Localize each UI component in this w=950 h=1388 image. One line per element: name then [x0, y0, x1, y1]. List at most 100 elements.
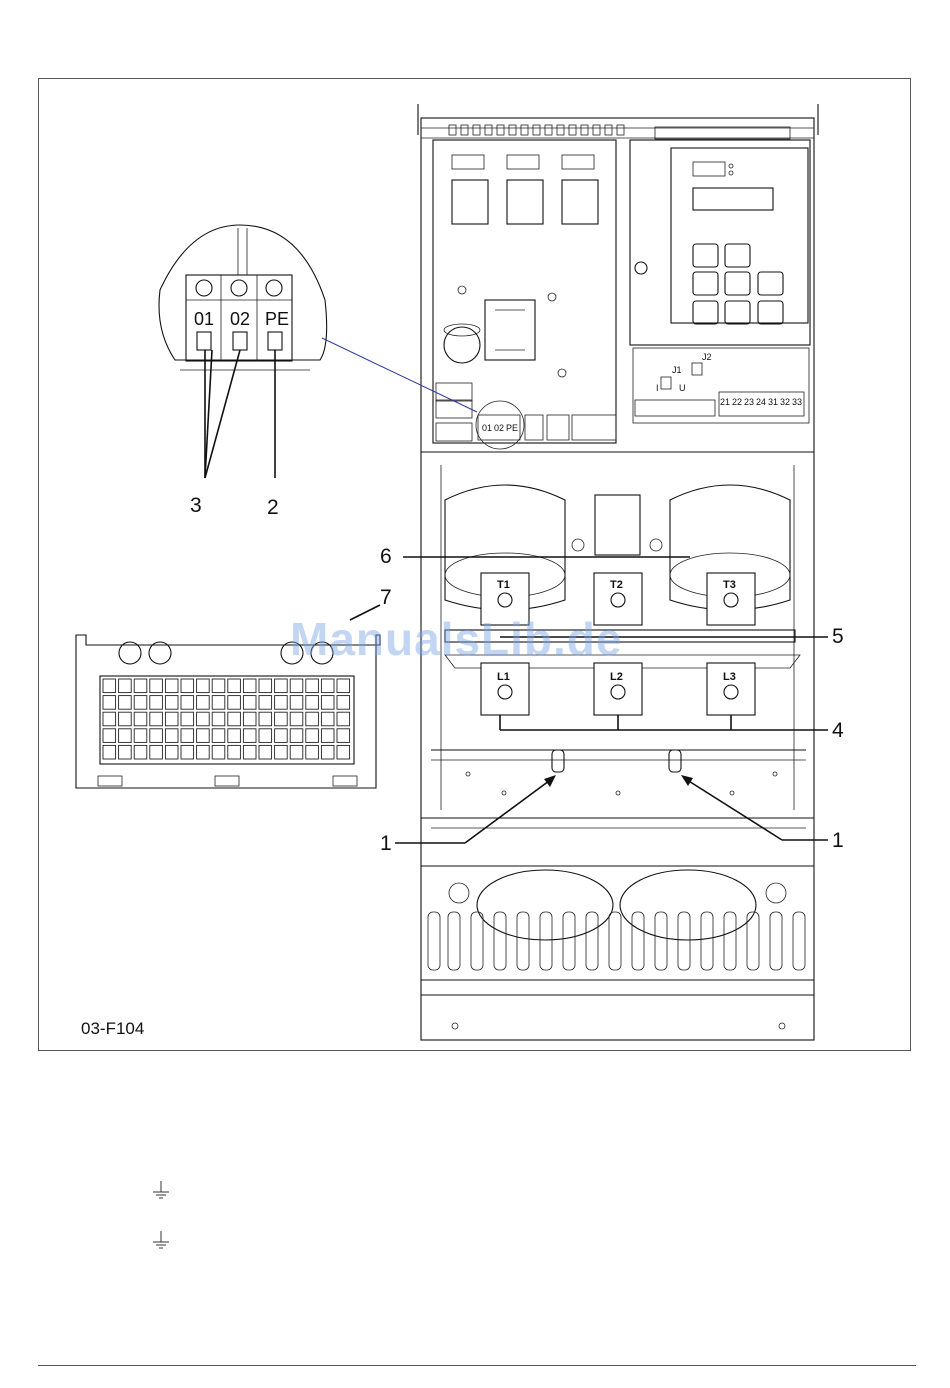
gland-hole — [197, 729, 210, 743]
ground-icon — [150, 1180, 172, 1202]
jumper-u-label: U — [679, 383, 686, 393]
terminal-t1-label: T1 — [497, 579, 510, 591]
gland-hole — [134, 745, 147, 759]
ctrl-term-22: 22 — [732, 397, 742, 407]
callout-6: 6 — [380, 545, 392, 568]
zoom-terminal-02-label: 02 — [230, 309, 250, 329]
gland-hole — [165, 696, 178, 710]
terminal-t2-label: T2 — [610, 579, 623, 591]
watermark: ManualsLib.de — [290, 612, 622, 666]
gland-hole — [212, 745, 225, 759]
ctrl-term-21: 21 — [720, 397, 730, 407]
gland-hole — [103, 712, 116, 726]
callout-leaders — [350, 557, 828, 843]
gland-hole — [212, 679, 225, 693]
gland-hole — [165, 729, 178, 743]
gland-hole — [275, 679, 288, 693]
gland-hole — [165, 679, 178, 693]
gland-hole — [134, 712, 147, 726]
ctrl-term-31: 31 — [768, 397, 778, 407]
gland-hole — [306, 745, 319, 759]
gland-hole — [119, 745, 132, 759]
gland-hole — [337, 712, 350, 726]
gland-hole — [243, 712, 256, 726]
callout-1-right: 1 — [832, 829, 844, 852]
gland-hole — [212, 712, 225, 726]
gland-hole — [181, 712, 194, 726]
gland-hole — [290, 712, 303, 726]
gland-hole — [181, 679, 194, 693]
gland-hole — [181, 745, 194, 759]
gland-hole — [259, 729, 272, 743]
gland-hole — [259, 679, 272, 693]
gland-hole — [181, 729, 194, 743]
ctrl-term-23: 23 — [744, 397, 754, 407]
gland-hole — [243, 729, 256, 743]
gland-hole — [321, 712, 334, 726]
gland-hole — [337, 696, 350, 710]
gland-hole — [119, 696, 132, 710]
ground-icon — [150, 1230, 172, 1252]
gland-hole — [259, 712, 272, 726]
gland-hole — [290, 679, 303, 693]
control-panel — [630, 140, 810, 345]
gland-hole — [321, 679, 334, 693]
gland-hole — [259, 745, 272, 759]
gland-hole — [150, 745, 163, 759]
gland-hole — [321, 745, 334, 759]
gland-hole — [337, 729, 350, 743]
top-vent-slots — [449, 125, 790, 139]
gland-hole — [119, 729, 132, 743]
gland-hole — [119, 679, 132, 693]
gland-hole — [103, 679, 116, 693]
terminal-l3-label: L3 — [723, 671, 736, 683]
gland-hole — [150, 679, 163, 693]
control-terminal-area: J1 J2 I U 21 22 23 24 31 32 33 — [633, 348, 809, 423]
gland-hole — [321, 696, 334, 710]
gland-hole — [181, 696, 194, 710]
gland-hole — [197, 745, 210, 759]
gland-hole — [134, 679, 147, 693]
gland-hole — [150, 712, 163, 726]
board-term-02: 02 — [494, 423, 504, 433]
gland-hole — [165, 712, 178, 726]
gland-hole — [212, 696, 225, 710]
gland-grid — [103, 679, 350, 759]
callout-5: 5 — [832, 625, 844, 648]
gland-hole — [243, 696, 256, 710]
gland-hole — [228, 712, 241, 726]
gland-hole — [197, 696, 210, 710]
gland-hole — [197, 712, 210, 726]
ctrl-term-33: 33 — [792, 397, 802, 407]
gland-hole — [103, 745, 116, 759]
drive-housing: 01 02 PE J1 J2 I U — [418, 104, 818, 1040]
gland-hole — [337, 679, 350, 693]
gland-hole — [259, 696, 272, 710]
gland-hole — [150, 729, 163, 743]
ctrl-term-32: 32 — [780, 397, 790, 407]
gland-hole — [275, 696, 288, 710]
gland-hole — [103, 696, 116, 710]
gland-hole — [228, 729, 241, 743]
terminal-l2-label: L2 — [610, 671, 623, 683]
gland-hole — [306, 679, 319, 693]
gland-hole — [228, 696, 241, 710]
relay-blocks — [452, 155, 598, 224]
gland-hole — [321, 729, 334, 743]
gland-hole — [212, 729, 225, 743]
gland-hole — [337, 745, 350, 759]
jumper-j1-label: J1 — [672, 365, 682, 375]
gland-hole — [306, 696, 319, 710]
callout-3: 3 — [190, 494, 202, 517]
callout-4: 4 — [832, 719, 844, 742]
gland-hole — [243, 679, 256, 693]
fan-section — [421, 866, 814, 1029]
mains-terminals: L1 L2 L3 — [481, 663, 755, 715]
figure-id: 03-F104 — [81, 1019, 144, 1039]
gland-hole — [165, 745, 178, 759]
gland-hole — [228, 679, 241, 693]
gland-plate — [421, 750, 814, 828]
zoom-leader-line — [322, 338, 477, 412]
zoom-bubble: 01 02 PE — [159, 225, 524, 449]
